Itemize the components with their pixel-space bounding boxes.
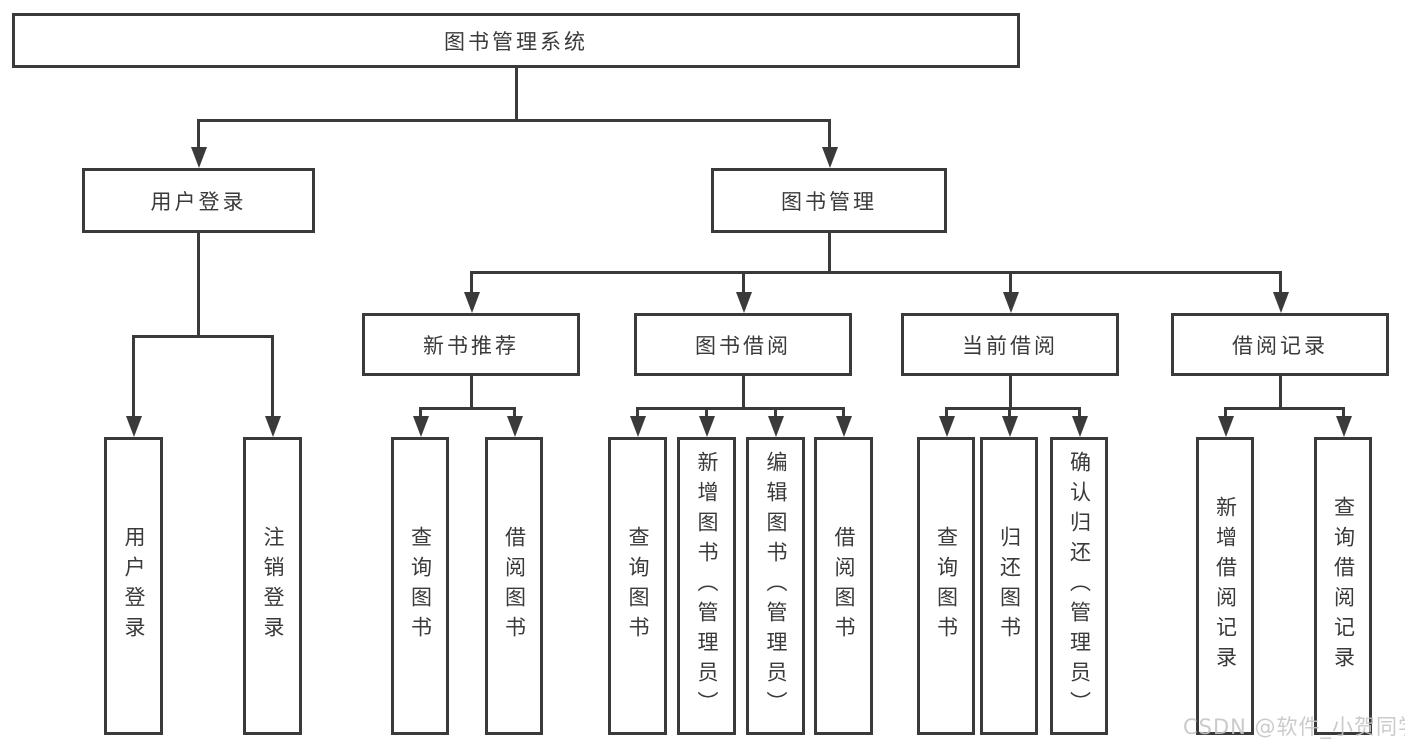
connector-line (197, 119, 831, 122)
leaf-add-book-admin-label: 新增图书（管理员） (695, 451, 720, 721)
node-new-book-recommend: 新书推荐 (362, 313, 580, 376)
node-library-system-label: 图书管理系统 (444, 29, 588, 54)
arrowhead-down-icon (1002, 416, 1018, 437)
connector-line (271, 335, 274, 420)
arrowhead-down-icon (191, 147, 207, 168)
leaf-confirm-return-admin: 确认归还（管理员） (1050, 437, 1108, 735)
arrowhead-down-icon (1003, 292, 1019, 313)
connector-line (1009, 376, 1012, 407)
leaf-query-books-borrow-label: 查询图书 (626, 526, 651, 646)
leaf-query-borrow-record: 查询借阅记录 (1314, 437, 1372, 735)
connector-line (470, 376, 473, 407)
leaf-query-books-recommend: 查询图书 (391, 437, 449, 735)
arrowhead-down-icon (507, 416, 523, 437)
node-user-login: 用户登录 (82, 168, 315, 233)
connector-line (1279, 376, 1282, 407)
connector-line (1224, 407, 1345, 410)
connector-line (705, 407, 708, 420)
arrowhead-down-icon (464, 292, 480, 313)
leaf-query-books-borrow: 查询图书 (608, 437, 667, 735)
node-book-management-label: 图书管理 (781, 189, 877, 214)
arrowhead-down-icon (1336, 416, 1352, 437)
leaf-query-books-current: 查询图书 (917, 437, 975, 735)
leaf-add-borrow-record-label: 新增借阅记录 (1213, 496, 1238, 676)
node-borrow-records-label: 借阅记录 (1232, 333, 1328, 358)
connector-line (419, 407, 516, 410)
leaf-user-login-label: 用户登录 (122, 526, 147, 646)
connector-line (132, 335, 274, 338)
connector-line (197, 119, 200, 150)
leaf-return-book: 归还图书 (980, 437, 1038, 735)
node-book-management: 图书管理 (711, 168, 947, 233)
connector-line (636, 407, 845, 410)
connector-line (636, 407, 639, 420)
leaf-return-book-label: 归还图书 (997, 526, 1022, 646)
leaf-borrow-books-recommend: 借阅图书 (485, 437, 543, 735)
connector-line (1224, 407, 1227, 420)
connector-line (470, 271, 473, 296)
connector-line (419, 407, 422, 420)
connector-line (1008, 407, 1011, 420)
node-library-system: 图书管理系统 (12, 13, 1020, 68)
node-book-borrow-label: 图书借阅 (695, 333, 791, 358)
leaf-borrow-books-recommend-label: 借阅图书 (502, 526, 527, 646)
leaf-user-login: 用户登录 (104, 437, 163, 735)
leaf-add-borrow-record: 新增借阅记录 (1196, 437, 1254, 735)
watermark: CSDN @软件_小贺同学 (1183, 715, 1405, 739)
leaf-add-book-admin: 新增图书（管理员） (677, 437, 736, 735)
arrowhead-down-icon (699, 416, 715, 437)
node-current-borrow-label: 当前借阅 (962, 333, 1058, 358)
arrowhead-down-icon (630, 416, 646, 437)
arrowhead-down-icon (1273, 292, 1289, 313)
arrowhead-down-icon (736, 292, 752, 313)
connector-line (197, 233, 200, 335)
arrowhead-down-icon (836, 416, 852, 437)
leaf-edit-book-admin: 编辑图书（管理员） (746, 437, 805, 735)
leaf-confirm-return-admin-label: 确认归还（管理员） (1067, 451, 1092, 721)
connector-line (132, 335, 135, 420)
node-current-borrow: 当前借阅 (901, 313, 1119, 376)
leaf-logout: 注销登录 (243, 437, 302, 735)
connector-line (842, 407, 845, 420)
connector-line (1078, 407, 1081, 420)
connector-line (828, 119, 831, 150)
node-new-book-recommend-label: 新书推荐 (423, 333, 519, 358)
connector-line (742, 376, 745, 407)
connector-line (1279, 271, 1282, 296)
connector-line (774, 407, 777, 420)
connector-line (1009, 271, 1012, 296)
connector-line (1342, 407, 1345, 420)
leaf-logout-label: 注销登录 (261, 526, 286, 646)
connector-line (945, 407, 1081, 410)
leaf-query-books-current-label: 查询图书 (934, 526, 959, 646)
connector-line (742, 271, 745, 296)
connector-line (513, 407, 516, 420)
connector-line (515, 68, 518, 119)
arrowhead-down-icon (1218, 416, 1234, 437)
arrowhead-down-icon (126, 416, 142, 437)
leaf-query-borrow-record-label: 查询借阅记录 (1331, 496, 1356, 676)
connector-line (945, 407, 948, 420)
leaf-borrow-books-label: 借阅图书 (832, 526, 857, 646)
arrowhead-down-icon (413, 416, 429, 437)
arrowhead-down-icon (265, 416, 281, 437)
leaf-edit-book-admin-label: 编辑图书（管理员） (764, 451, 789, 721)
node-book-borrow: 图书借阅 (634, 313, 852, 376)
leaf-query-books-recommend-label: 查询图书 (408, 526, 433, 646)
arrowhead-down-icon (768, 416, 784, 437)
connector-line (470, 271, 1282, 274)
node-borrow-records: 借阅记录 (1171, 313, 1389, 376)
node-user-login-label: 用户登录 (150, 189, 247, 214)
leaf-borrow-books: 借阅图书 (814, 437, 873, 735)
arrowhead-down-icon (1072, 416, 1088, 437)
arrowhead-down-icon (939, 416, 955, 437)
arrowhead-down-icon (822, 147, 838, 168)
connector-line (828, 233, 831, 271)
